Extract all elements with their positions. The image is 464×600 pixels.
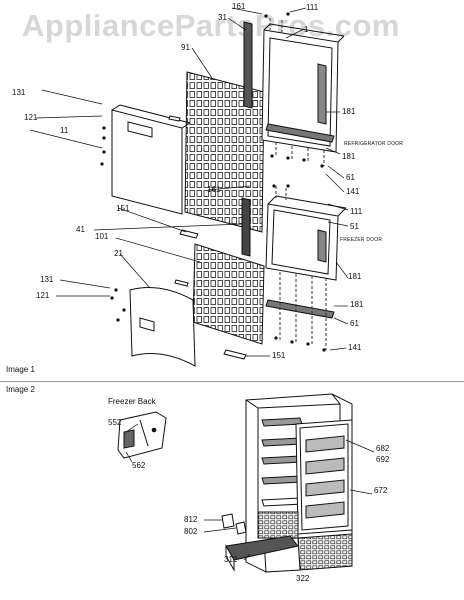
freezer-door-assembly: [265, 195, 347, 281]
hinge-part-upper: [179, 229, 199, 239]
upper-door-liner: [184, 71, 265, 233]
refrigerator-cabinet: [245, 393, 353, 573]
freezer-door-label: FREEZER DOOR: [340, 237, 383, 243]
callout-91: 91: [181, 43, 190, 52]
image2-caption: Image 2: [6, 385, 35, 394]
callout-161: 161: [207, 185, 221, 194]
callout-562: 562: [132, 461, 146, 470]
refrigerator-door-label: REFRIGERATOR DOOR: [344, 141, 404, 147]
callout-151: 151: [272, 351, 286, 360]
callout-21: 21: [114, 249, 123, 258]
image1-caption: Image 1: [6, 365, 35, 374]
section-divider: [0, 381, 464, 382]
callout-121: 121: [36, 291, 50, 300]
callout-672: 672: [374, 486, 388, 495]
callout-121: 121: [24, 113, 38, 122]
callout-692: 692: [376, 455, 390, 464]
hinge-part-lower: [223, 349, 247, 360]
callout-61: 61: [346, 173, 355, 182]
callout-682: 682: [376, 444, 390, 453]
lower-door-liner: [192, 243, 265, 345]
refrigerator-handle: [265, 123, 335, 143]
callout-111: 111: [306, 3, 319, 12]
freezer-back-bracket: [117, 411, 167, 459]
callout-141: 141: [348, 343, 362, 352]
assembly-lines-upper: [269, 18, 325, 166]
callout-111: 111: [350, 207, 363, 216]
callout-181: 181: [348, 272, 362, 281]
callout-322: 322: [296, 574, 310, 583]
watermark: AppliancePartsPros.com: [22, 8, 400, 43]
callout-141: 141: [346, 187, 360, 196]
freezer-handle: [265, 299, 335, 319]
callout-41: 41: [76, 225, 85, 234]
door-strip-lower: [241, 197, 251, 257]
callout-312: 312: [224, 555, 238, 564]
kickplate-grille: [225, 535, 299, 572]
callout-181: 181: [350, 300, 364, 309]
callout-802: 802: [184, 527, 198, 536]
hinge-cover-parts: [221, 513, 247, 535]
door-strip-upper: [243, 21, 253, 109]
callout-181: 181: [342, 152, 356, 161]
freezer-back-label: Freezer Back: [108, 397, 156, 406]
refrigerator-door-assembly: [261, 23, 345, 153]
screws: [100, 12, 326, 352]
callout-181: 181: [342, 107, 356, 116]
callout-61: 61: [350, 319, 359, 328]
assembly-lines-lower: [275, 186, 327, 350]
callout-131: 131: [12, 88, 26, 97]
callout-101: 101: [95, 232, 109, 241]
callout-1: 1: [304, 25, 309, 34]
callout-11: 11: [60, 126, 69, 135]
callout-161: 161: [232, 2, 246, 11]
callout-131: 131: [40, 275, 54, 284]
callout-51: 51: [350, 222, 359, 231]
callout-31: 31: [218, 13, 227, 22]
callout-552: 552: [108, 418, 122, 427]
leader-lines-image2: [203, 439, 375, 561]
leader-lines-image1: [29, 7, 349, 357]
freezer-door-panel: [129, 287, 196, 367]
callout-812: 812: [184, 515, 198, 524]
callout-151: 151: [116, 204, 130, 213]
